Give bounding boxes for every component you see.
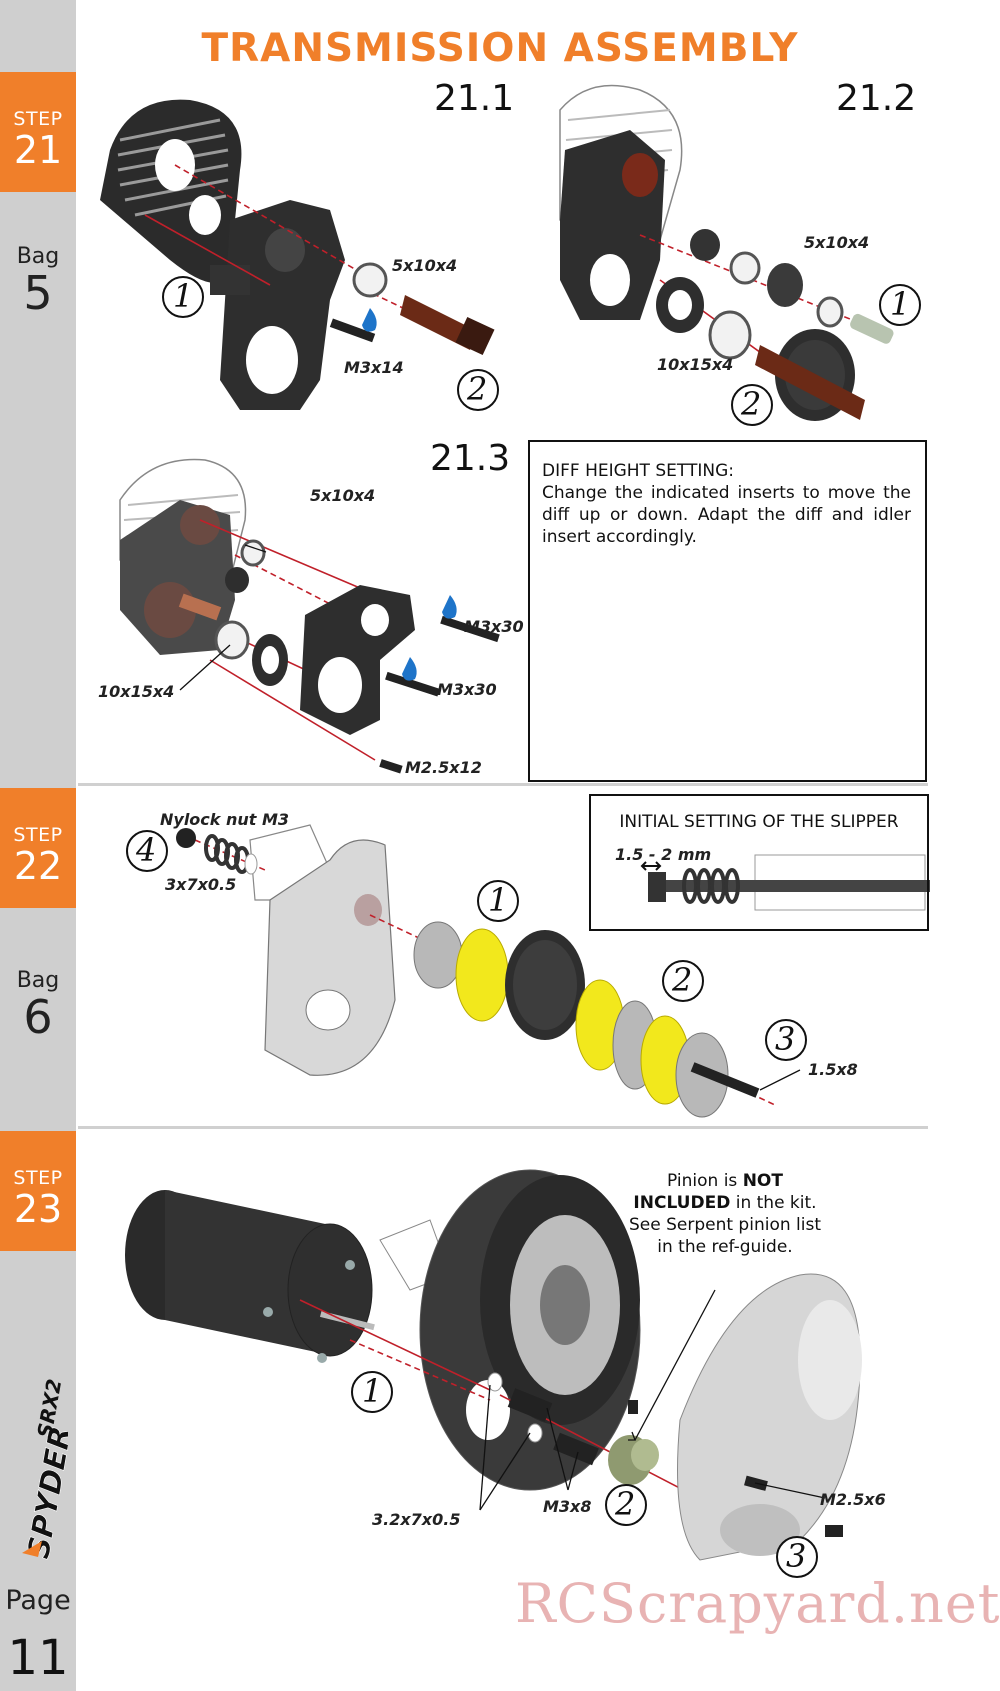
bag-5: Bag 5 bbox=[0, 244, 76, 317]
pinion-note-pre: Pinion is bbox=[667, 1171, 743, 1191]
diff-box-title: DIFF HEIGHT SETTING: bbox=[542, 461, 734, 481]
spring bbox=[204, 834, 250, 874]
bearing bbox=[240, 539, 266, 567]
page-number: 11 bbox=[7, 1630, 69, 1686]
step-label: STEP bbox=[13, 824, 63, 846]
label-bearing-10x15x4: 10x15x4 bbox=[657, 355, 734, 374]
step-label: STEP bbox=[13, 108, 63, 130]
bag-label: Bag bbox=[16, 244, 60, 269]
bag-label: Bag bbox=[16, 968, 60, 993]
callout-4: 4 bbox=[136, 831, 157, 869]
screw bbox=[440, 615, 500, 643]
diff-height-setting-box: DIFF HEIGHT SETTING: Change the indicate… bbox=[528, 440, 927, 782]
callout-1: 1 bbox=[890, 285, 911, 323]
watermark: RCScrapyard.net bbox=[515, 1572, 1000, 1635]
label-screw-1-5x8: 1.5x8 bbox=[808, 1060, 858, 1079]
substep-21-1: 21.1 bbox=[434, 78, 515, 119]
insert bbox=[690, 229, 720, 261]
shaft bbox=[850, 313, 894, 344]
substep-21-3: 21.3 bbox=[430, 438, 511, 479]
callout-1: 1 bbox=[173, 277, 194, 315]
gear-cover-23 bbox=[677, 1273, 862, 1561]
label-screw-m3x30: M3x30 bbox=[464, 617, 524, 636]
label-bearing-10x15x4: 10x15x4 bbox=[98, 682, 175, 701]
slipper-box-title: INITIAL SETTING OF THE SLIPPER bbox=[619, 812, 899, 832]
slipper-pad bbox=[455, 928, 509, 1022]
label-screw-m3x30: M3x30 bbox=[437, 680, 497, 699]
gearbox-cover-21-3 bbox=[300, 585, 415, 735]
threadlock-drop-icon bbox=[442, 595, 457, 619]
slipper-gap-label: 1.5 - 2 mm bbox=[615, 845, 712, 864]
page-label: Page bbox=[5, 1585, 71, 1616]
label-screw-m2-5x12: M2.5x12 bbox=[405, 758, 482, 777]
label-screw-m3x8: M3x8 bbox=[543, 1497, 592, 1516]
diff-gear-21-2 bbox=[755, 329, 865, 421]
motor-23 bbox=[125, 1190, 375, 1363]
callout-1: 1 bbox=[362, 1372, 383, 1410]
nylock-nut bbox=[176, 828, 196, 848]
step-number: 22 bbox=[13, 844, 63, 888]
label-bearing-5x10x4: 5x10x4 bbox=[392, 256, 458, 275]
bearing bbox=[729, 251, 761, 285]
pinion-note-included: INCLUDED bbox=[633, 1193, 731, 1213]
step-23-badge: STEP 23 bbox=[0, 1131, 76, 1251]
bag-number: 5 bbox=[23, 266, 53, 320]
label-screw-m2-5x6: M2.5x6 bbox=[820, 1490, 886, 1509]
label-nylock-nut-m3: Nylock nut M3 bbox=[160, 810, 290, 829]
pinion-shaft-21-1 bbox=[400, 295, 495, 356]
step-number: 23 bbox=[13, 1187, 63, 1231]
threadlock-drop-icon bbox=[362, 308, 377, 332]
section-divider bbox=[78, 1126, 928, 1129]
slipper-bolt bbox=[690, 1062, 760, 1098]
bearing bbox=[352, 262, 388, 298]
callout-1: 1 bbox=[488, 881, 509, 919]
screw bbox=[553, 1432, 599, 1466]
label-washer-3-2x7x0-5: 3.2x7x0.5 bbox=[372, 1510, 461, 1529]
callout-2: 2 bbox=[741, 385, 762, 423]
step-21-badge: STEP 21 bbox=[0, 72, 76, 192]
pinion-note-post: in the kit. See Serpent pinion list in t… bbox=[628, 1193, 821, 1257]
gearbox-21-3 bbox=[119, 458, 247, 655]
slipper-setting-sketch bbox=[640, 854, 930, 911]
slipper-setting-box: INITIAL SETTING OF THE SLIPPER bbox=[589, 794, 929, 931]
screw bbox=[825, 1525, 843, 1537]
label-screw-m3x14: M3x14 bbox=[344, 358, 404, 377]
step-label: STEP bbox=[13, 1167, 63, 1189]
gearbox-21-2 bbox=[559, 84, 683, 320]
bearing bbox=[214, 620, 250, 660]
bearing bbox=[816, 296, 844, 328]
slipper-gearbox-22 bbox=[249, 824, 396, 1076]
label-bearing-5x10x4: 5x10x4 bbox=[310, 486, 376, 505]
threadlock-drop-icon bbox=[402, 657, 417, 681]
idler-gear bbox=[767, 263, 803, 307]
label-bearing-5x10x4: 5x10x4 bbox=[804, 233, 870, 252]
gearbox-housing-21-1 bbox=[210, 200, 345, 410]
bag-6: Bag 6 bbox=[0, 968, 76, 1041]
callout-3: 3 bbox=[775, 1020, 796, 1058]
pinion-gear-23 bbox=[608, 1400, 659, 1485]
screw bbox=[329, 318, 376, 343]
screw bbox=[385, 671, 440, 697]
spyder-srx2-logo: SPYDER SRX2 bbox=[21, 1377, 68, 1562]
screw bbox=[379, 759, 403, 774]
gearbox-23 bbox=[379, 1169, 641, 1491]
pinion-note-not: NOT bbox=[742, 1171, 783, 1191]
page-title: TRANSMISSION ASSEMBLY bbox=[201, 26, 799, 71]
bag-number: 6 bbox=[23, 990, 53, 1044]
insert bbox=[225, 567, 249, 593]
substep-21-2: 21.2 bbox=[836, 78, 917, 119]
screw bbox=[507, 1388, 553, 1422]
bearing bbox=[708, 310, 752, 360]
diff-box-text: Change the indicated inserts to move the… bbox=[542, 483, 911, 547]
step-number: 21 bbox=[13, 128, 63, 172]
step-22-badge: STEP 22 bbox=[0, 788, 76, 908]
section-divider bbox=[78, 783, 928, 786]
callout-2: 2 bbox=[467, 370, 488, 408]
callout-3: 3 bbox=[786, 1537, 807, 1575]
callout-2: 2 bbox=[672, 961, 693, 999]
pinion-note: Pinion is NOT INCLUDED in the kit. See Se… bbox=[625, 1170, 825, 1258]
label-washer-3x7x0-5: 3x7x0.5 bbox=[165, 875, 237, 894]
callout-2: 2 bbox=[615, 1485, 636, 1523]
